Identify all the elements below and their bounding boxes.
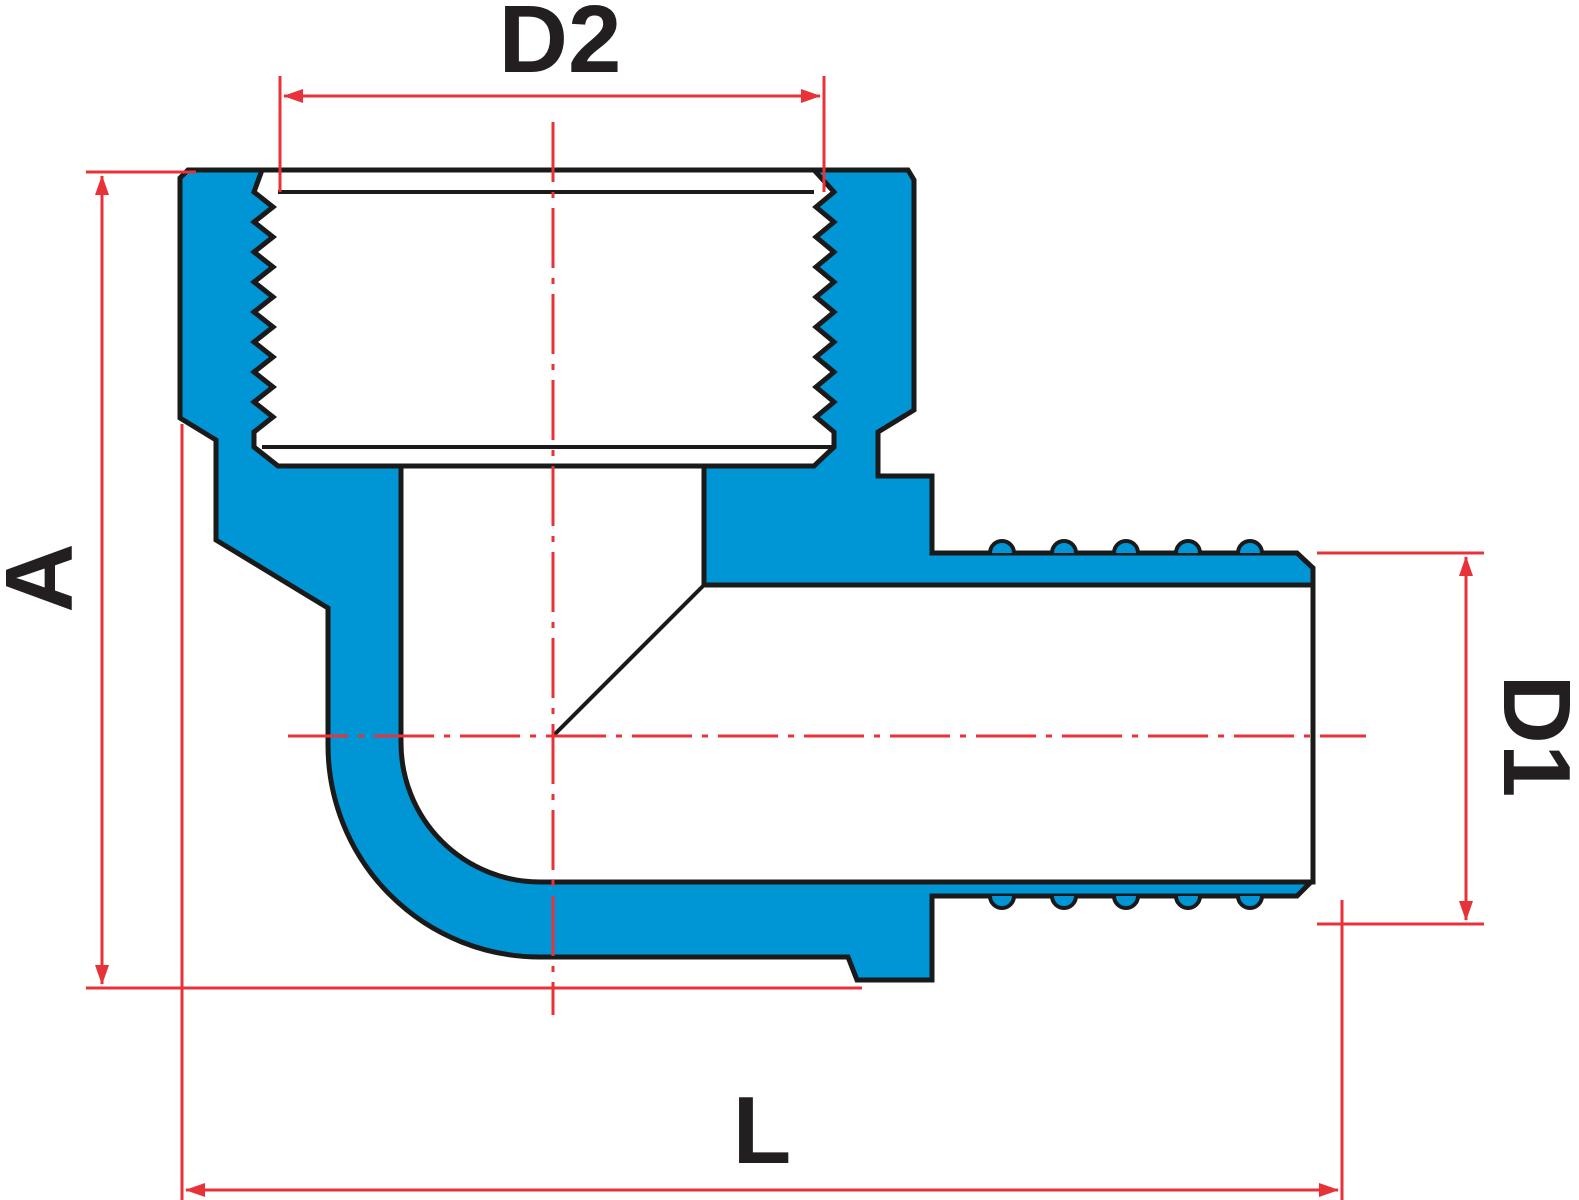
label-d1: D1 [1483, 675, 1579, 798]
label-l: L [733, 1077, 792, 1184]
fitting-body [177, 167, 1316, 983]
label-d2: D2 [499, 0, 622, 93]
dimension-d1 [1317, 551, 1484, 926]
dimension-d2 [278, 76, 826, 192]
center-lines [288, 122, 1366, 1015]
barb-ridges [988, 539, 1264, 910]
dimension-a [86, 170, 862, 990]
dimension-l [180, 424, 1344, 1200]
label-a: A [0, 543, 93, 612]
